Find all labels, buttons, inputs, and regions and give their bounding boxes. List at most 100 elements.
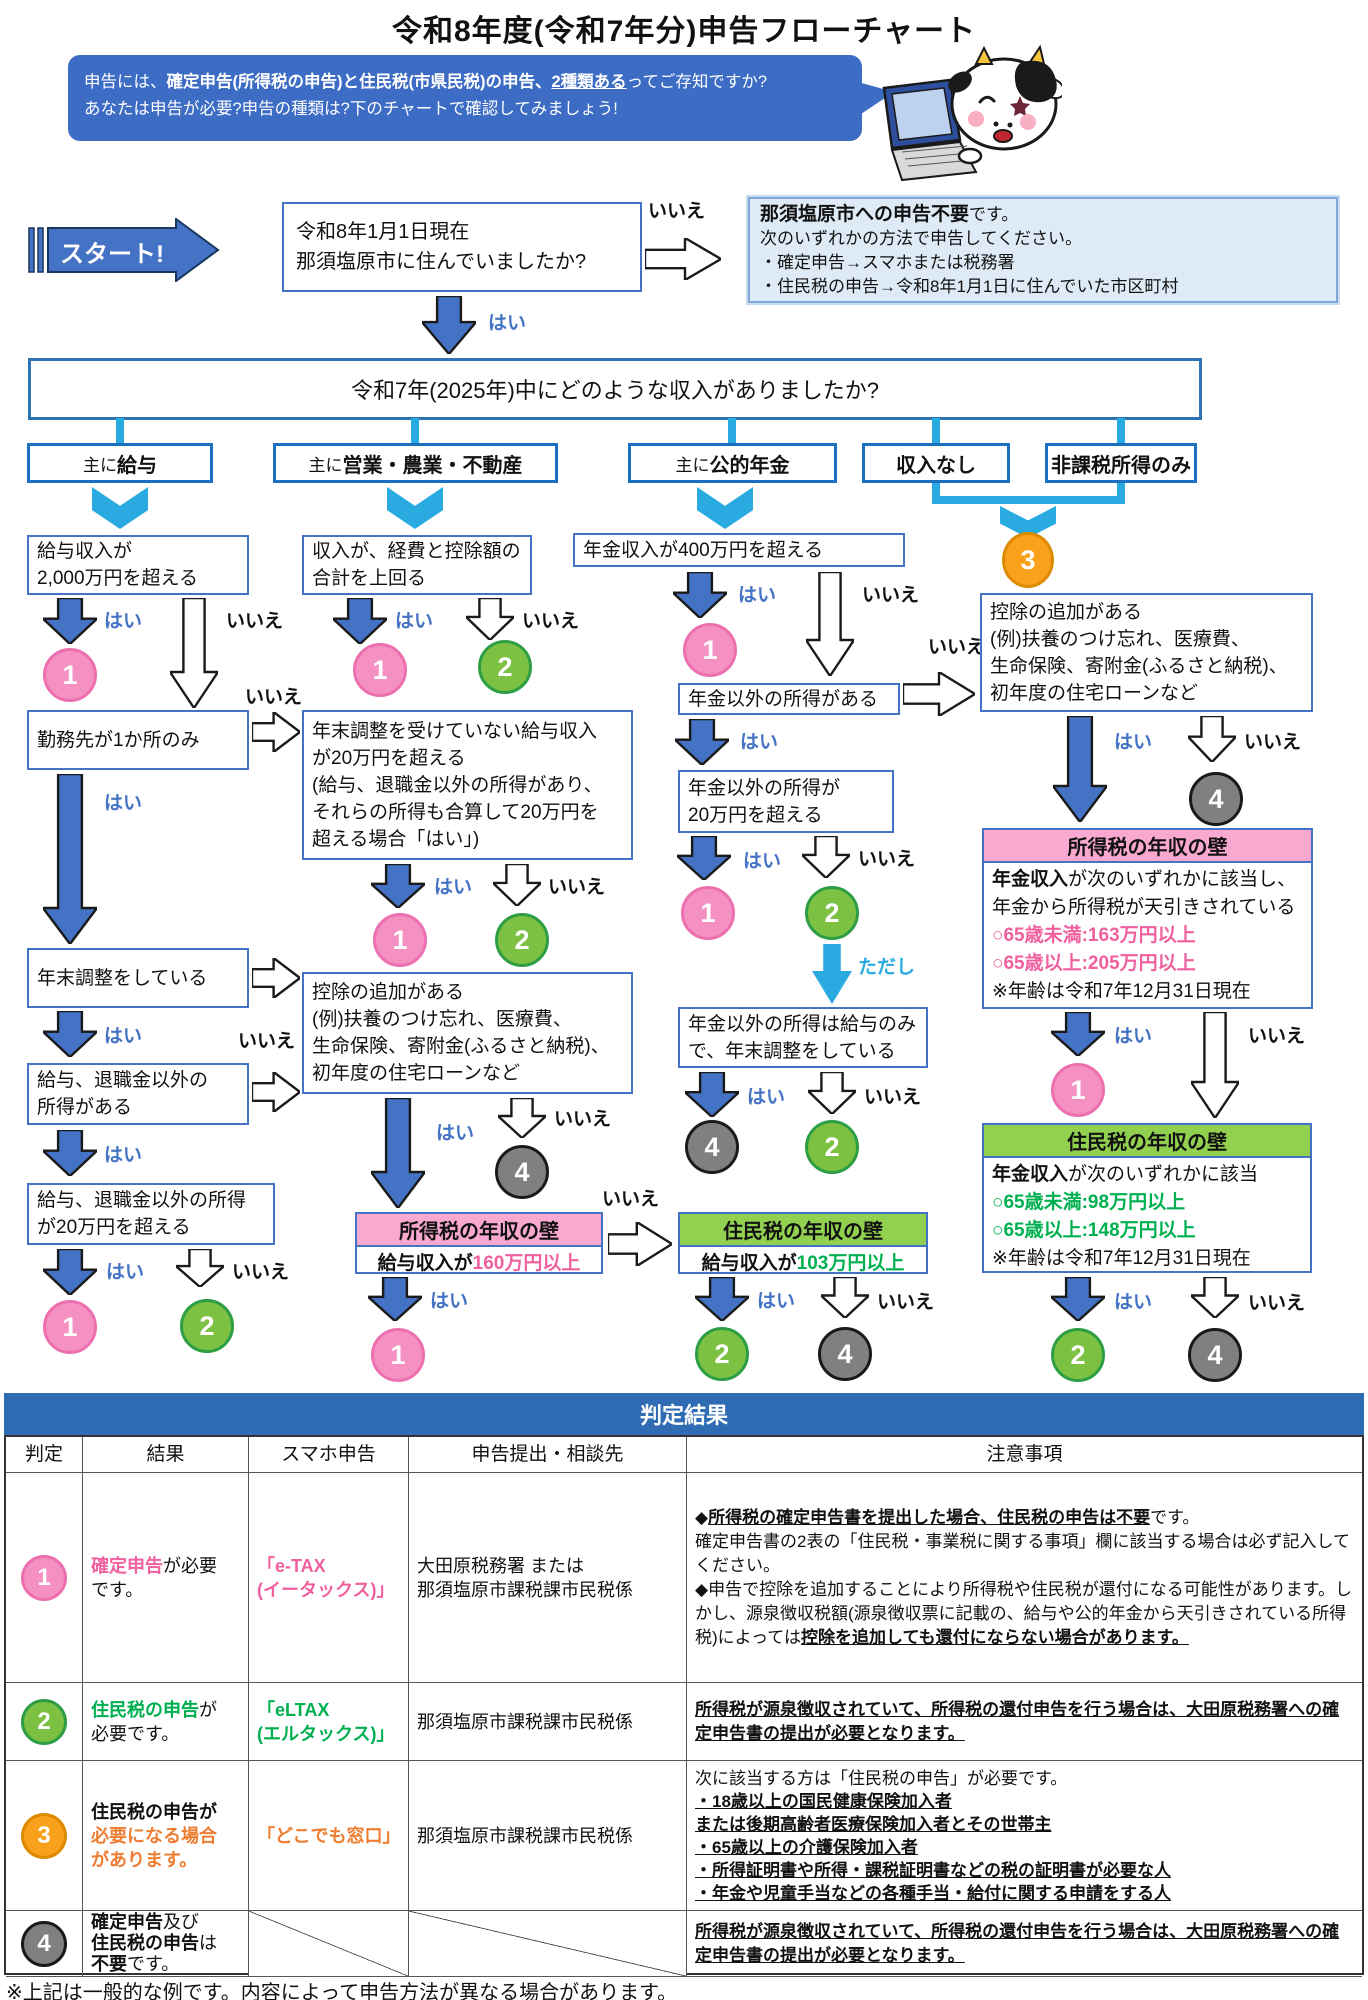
result-badge-2: 2: [495, 913, 549, 967]
no-arrow: [1188, 1010, 1242, 1121]
node-single-workplace: 勤務先が1か所のみ: [27, 710, 249, 770]
yes-arrow: [364, 1275, 426, 1323]
no-arrow: [494, 1096, 550, 1140]
connector: [932, 418, 940, 443]
no-arrow: [490, 862, 544, 908]
intro-line2: あなたは申告が必要?申告の種類は?下のチャートで確認してみましょう!: [84, 100, 618, 118]
node-non-pension-income-exists: 年金以外の所得がある: [678, 683, 900, 715]
node-only-salary-adjusted: 年金以外の所得は給与のみで、年末調整をしている: [678, 1007, 928, 1068]
table-cell-na: [409, 1911, 687, 1977]
result-badge-2: 2: [180, 1299, 234, 1353]
table-row-contact: 那須塩原市課税課市民税係: [409, 1761, 687, 1911]
table-row-contact: 大田原税務署 または那須塩原市課税課市民税係: [409, 1473, 687, 1683]
result-badge-1: 1: [681, 886, 735, 940]
result-badge-4: 4: [818, 1327, 872, 1381]
table-row-app: 「eLTAX(エルタックス)」: [249, 1683, 409, 1761]
category-business: 主に営業・農業・不動産: [273, 443, 558, 483]
no-arrow: [172, 1247, 228, 1289]
no-arrow: [1187, 1275, 1243, 1320]
yes-arrow: [673, 834, 735, 882]
no-label: いいえ: [226, 611, 284, 632]
category-no-income: 収入なし: [862, 443, 1010, 483]
no-report-result-box: 那須塩原市への申告不要です。 次のいずれかの方法で申告してください。 ・確定申告…: [746, 195, 1340, 305]
table-row-result: 住民税の申告が必要になる場合があります。: [83, 1761, 249, 1911]
yes-arrow: [671, 717, 733, 767]
node-additional-deductions: 控除の追加がある(例)扶養のつけ忘れ、医療費、生命保険、寄附金(ふるさと納税)、…: [302, 972, 633, 1094]
income-tax-wall-pension: 所得税の年収の壁 年金収入が次のいずれかに該当し、 年金から所得税が天引きされて…: [982, 828, 1313, 1009]
wall-title: 所得税の年収の壁: [984, 830, 1311, 863]
down-chevron-arrow: [697, 487, 753, 529]
no-arrow: [250, 709, 302, 755]
yes-arrow: [39, 1128, 101, 1178]
no-label: いいえ: [548, 877, 606, 898]
col-header: 判定: [6, 1437, 83, 1473]
wall-title: 住民税の年収の壁: [680, 1214, 926, 1247]
yes-arrow: [681, 1070, 743, 1119]
yes-arrow: [1047, 1275, 1109, 1323]
connector: [932, 483, 940, 501]
no-label: いいえ: [245, 687, 303, 708]
result-badge-2: 2: [805, 1120, 859, 1174]
no-label: いいえ: [648, 201, 706, 222]
node-year-end-adjustment: 年末調整をしている: [27, 948, 249, 1008]
result-badge-2: 2: [695, 1327, 749, 1381]
result-badge-2: 2: [478, 640, 532, 694]
result-badge-2: 2: [1051, 1328, 1105, 1382]
footnote: ※上記は一般的な例です。内容によって申告方法が異なる場合があります。: [6, 1982, 678, 2000]
yes-label: はい: [1114, 732, 1153, 753]
node-income-exceeds-expenses: 収入が、経費と控除額の合計を上回る: [302, 535, 532, 595]
yes-label: はい: [740, 732, 779, 753]
no-arrow: [817, 1275, 873, 1320]
table-row-notes: 所得税が源泉徴収されていて、所得税の還付申告を行う場合は、大田原税務署への確定申…: [687, 1683, 1362, 1761]
no-arrow: [250, 955, 302, 1001]
table-row-badge: 3: [6, 1761, 83, 1911]
page-title: 令和8年度(令和7年分)申告フローチャート: [391, 15, 977, 48]
yes-label: はい: [106, 1262, 145, 1283]
yes-arrow: [39, 596, 101, 646]
start-label: スタート!: [60, 241, 164, 268]
result-badge-4: 4: [1189, 772, 1243, 826]
result-badge-2: 2: [805, 886, 859, 940]
no-label: いいえ: [238, 1031, 296, 1052]
yes-label: はい: [757, 1291, 796, 1312]
yes-arrow: [39, 1247, 101, 1297]
table-row-app: 「e-TAX(イータックス)」: [249, 1473, 409, 1683]
no-arrow: [803, 570, 857, 679]
result-badge-1: 1: [43, 648, 97, 702]
yes-label: はい: [395, 611, 434, 632]
no-arrow: [643, 235, 724, 283]
result-badge-1: 1: [1051, 1063, 1105, 1117]
result-badge-4: 4: [1188, 1328, 1242, 1382]
table-row-app: 「どこでも窓口」: [249, 1761, 409, 1911]
col-header: スマホ申告: [249, 1437, 409, 1473]
category-nontaxable: 非課税所得のみ: [1045, 443, 1197, 483]
no-arrow: [1185, 714, 1239, 764]
table-row-badge: 2: [6, 1683, 83, 1761]
table-row-badge: 4: [6, 1911, 83, 1977]
connector: [1117, 483, 1125, 501]
yes-arrow: [1047, 1010, 1109, 1058]
yes-label: はい: [104, 611, 143, 632]
yes-arrow: [39, 1009, 101, 1059]
resident-tax-wall-pension: 住民税の年収の壁 年金収入が次のいずれかに該当 ○65歳未満:98万円以上 ○6…: [982, 1123, 1312, 1273]
wall-title: 所得税の年収の壁: [357, 1214, 601, 1247]
col-header: 結果: [83, 1437, 249, 1473]
node-unadjusted-salary-over-200k: 年末調整を受けていない給与収入が20万円を超える(給与、退職金以外の所得があり、…: [302, 710, 633, 860]
category-salary: 主に給与: [27, 443, 213, 483]
no-label: いいえ: [864, 1087, 922, 1108]
intro-speech-bubble: 申告には、確定申告(所得税の申告)と住民税(市県民税)の申告、2種類あるってご存…: [68, 55, 862, 141]
result-badge-1: 1: [43, 1300, 97, 1354]
yes-label: はい: [436, 1123, 475, 1144]
yes-arrow: [368, 1096, 428, 1210]
no-arrow: [799, 834, 853, 880]
wall-title: 住民税の年収の壁: [984, 1125, 1310, 1158]
node-pension-over-4m: 年金収入が400万円を超える: [573, 533, 905, 567]
table-row-badge: 1: [6, 1473, 83, 1683]
table-row-notes: 次に該当する方は「住民税の申告」が必要です。 ・18歳以上の国民健康保険加入者 …: [687, 1761, 1362, 1911]
result-badge-3: 3: [1002, 532, 1054, 588]
table-row-notes: 所得税が源泉徴収されていて、所得税の還付申告を行う場合は、大田原税務署への確定申…: [687, 1911, 1362, 1977]
